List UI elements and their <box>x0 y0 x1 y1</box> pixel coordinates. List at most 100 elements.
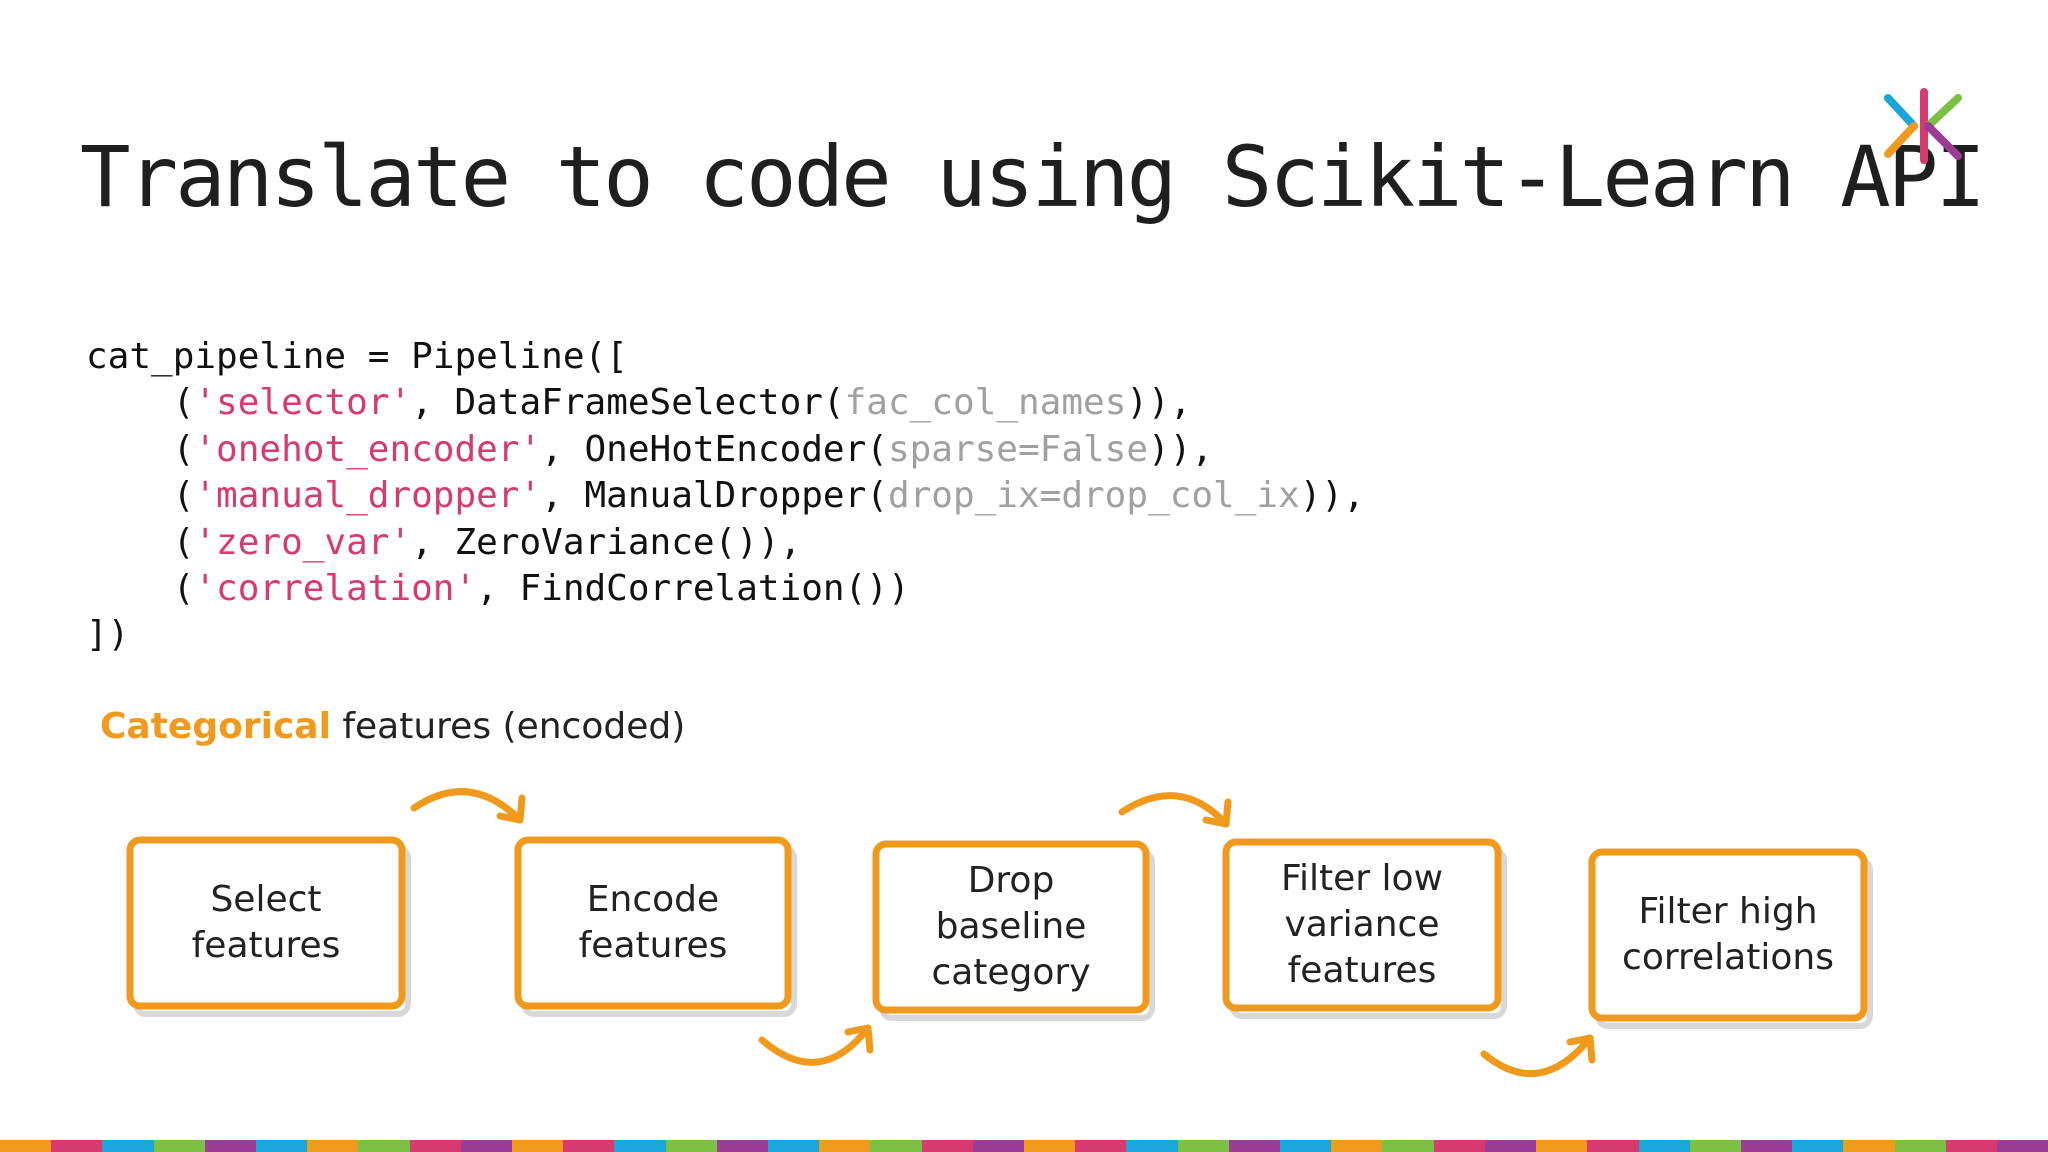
slide-title: Translate to code using Scikit-Learn API <box>80 128 1986 226</box>
arrow-head <box>1202 798 1232 828</box>
code-line: ]) <box>86 612 1365 658</box>
code-pre: ( <box>86 428 195 470</box>
color-bar-segment <box>1024 1140 1076 1152</box>
code-block: cat_pipeline = Pipeline([ ('selector', D… <box>86 334 1365 659</box>
color-bar-segment <box>1382 1140 1434 1152</box>
code-str: 'onehot_encoder' <box>194 428 542 470</box>
caption-rest: features (encoded) <box>330 706 686 747</box>
color-bar-segment <box>563 1140 615 1152</box>
color-bar-segment <box>1638 1140 1690 1152</box>
logo-left-top-stroke <box>1884 94 1918 130</box>
code-pre: ]) <box>86 614 130 656</box>
color-bar-segment <box>1945 1140 1997 1152</box>
color-bar-segment <box>358 1140 410 1152</box>
color-bar-segment <box>153 1140 205 1152</box>
arrow-connector <box>410 788 524 824</box>
color-bar-segment <box>1433 1140 1485 1152</box>
footer-color-bar <box>0 1140 2048 1152</box>
code-line: ('manual_dropper', ManualDropper(drop_ix… <box>86 473 1365 519</box>
pipeline-diagram-svg <box>126 788 1873 1078</box>
code-mid: , FindCorrelation()) <box>476 567 910 609</box>
code-mid: , OneHotEncoder( <box>541 428 888 470</box>
color-bar-segment <box>972 1140 1025 1152</box>
color-bar-segment <box>204 1140 257 1152</box>
code-mid: , ZeroVariance()), <box>411 521 802 563</box>
color-bar-segment <box>1075 1140 1127 1152</box>
logo-right-bottom-stroke <box>1924 122 1962 160</box>
arrow-head <box>496 794 526 824</box>
code-arg: drop_ix=drop_col_ix <box>887 475 1300 517</box>
arrow-head <box>844 1024 874 1054</box>
code-str: 'correlation' <box>194 567 477 609</box>
code-arg: fac_col_names <box>844 382 1127 424</box>
arrow-connector <box>1480 1034 1594 1078</box>
step-box <box>514 836 792 1010</box>
color-bar-segment <box>102 1140 154 1152</box>
step-box <box>1588 848 1868 1022</box>
code-post: )), <box>1299 475 1365 517</box>
color-bar-segment <box>512 1140 564 1152</box>
color-bar-segment <box>1177 1140 1229 1152</box>
color-bar-segment <box>1740 1140 1793 1152</box>
code-mid: , ManualDropper( <box>541 475 888 517</box>
arrow-connector <box>1118 792 1230 828</box>
code-line: ('selector', DataFrameSelector(fac_col_n… <box>86 380 1365 426</box>
code-pre: cat_pipeline = Pipeline([ <box>86 336 628 377</box>
code-str: 'manual_dropper' <box>194 475 542 517</box>
code-pre: ( <box>86 382 195 424</box>
code-post: )), <box>1126 382 1192 424</box>
code-post: )), <box>1148 428 1214 470</box>
color-bar-segment <box>1894 1140 1946 1152</box>
step-box <box>872 840 1150 1014</box>
logo-right-top-stroke <box>1924 94 1962 130</box>
color-bar-segment <box>1280 1140 1332 1152</box>
color-bar-segment <box>1484 1140 1537 1152</box>
code-pre: ( <box>86 567 195 609</box>
code-mid: , DataFrameSelector( <box>411 382 845 424</box>
code-line: ('correlation', FindCorrelation()) <box>86 566 1365 612</box>
color-bar-segment <box>870 1140 922 1152</box>
code-pre: ( <box>86 475 195 517</box>
color-bar-segment <box>1331 1140 1383 1152</box>
code-line: ('zero_var', ZeroVariance()), <box>86 520 1365 566</box>
color-bar-segment <box>0 1140 52 1152</box>
arrow-connector <box>758 1024 872 1066</box>
color-bar-segment <box>1536 1140 1588 1152</box>
code-pre: ( <box>86 521 195 563</box>
color-bar-segment <box>1843 1140 1895 1152</box>
step-box <box>1222 838 1502 1012</box>
color-bar-segment <box>1228 1140 1281 1152</box>
code-str: 'selector' <box>194 382 412 424</box>
step-box <box>126 836 406 1010</box>
color-bar-segment <box>921 1140 973 1152</box>
code-str: 'zero_var' <box>194 521 412 563</box>
color-bar-segment <box>460 1140 513 1152</box>
color-bar-segment <box>1996 1140 2048 1152</box>
color-bar-segment <box>1126 1140 1178 1152</box>
color-bar-segment <box>665 1140 717 1152</box>
color-bar-segment <box>768 1140 820 1152</box>
pipeline-caption: Categorical features (encoded) <box>100 706 685 747</box>
code-line: ('onehot_encoder', OneHotEncoder(sparse=… <box>86 427 1365 473</box>
logo-left-bottom-stroke <box>1884 122 1918 158</box>
code-arg: sparse=False <box>887 428 1149 470</box>
caption-highlight: Categorical <box>100 706 331 747</box>
color-bar-segment <box>716 1140 769 1152</box>
color-bar-segment <box>1587 1140 1639 1152</box>
color-bar-segment <box>1689 1140 1741 1152</box>
code-line: cat_pipeline = Pipeline([ <box>86 334 1365 380</box>
color-bar-segment <box>51 1140 103 1152</box>
color-bar-segment <box>1792 1140 1844 1152</box>
color-bar-segment <box>256 1140 308 1152</box>
k-logo-icon <box>1884 88 1964 164</box>
color-bar-segment <box>307 1140 359 1152</box>
arrow-head <box>1566 1034 1596 1064</box>
color-bar-segment <box>819 1140 871 1152</box>
color-bar-segment <box>614 1140 666 1152</box>
